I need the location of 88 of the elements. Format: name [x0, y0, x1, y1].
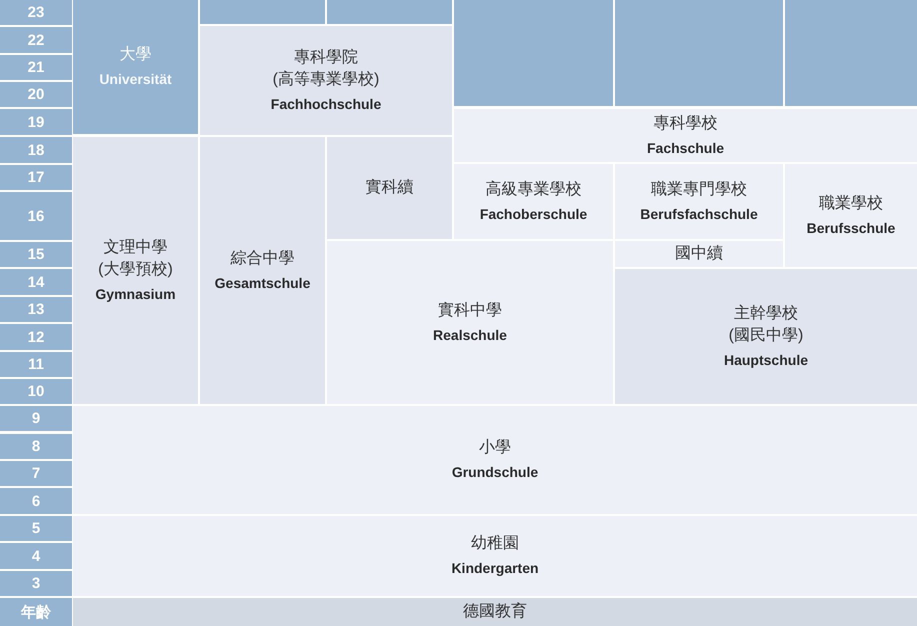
school-block	[73, 137, 198, 404]
age-cell	[0, 598, 72, 626]
age-number: 18	[28, 142, 44, 158]
age-number: 14	[28, 274, 44, 290]
age-number: 20	[28, 87, 44, 102]
empty-block	[200, 0, 325, 24]
age-number: 17	[28, 170, 44, 185]
age-number: 23	[28, 5, 44, 20]
chinese-name: 主幹學校	[734, 304, 798, 324]
school-block	[200, 137, 325, 404]
age-cell	[0, 571, 72, 596]
age-cell	[0, 0, 72, 25]
title-bar	[73, 598, 917, 626]
age-number: 7	[32, 466, 40, 481]
age-cell	[0, 379, 72, 404]
german-name: Universität	[99, 70, 172, 89]
age-cell	[0, 352, 72, 377]
age-number: 12	[28, 330, 44, 344]
age-number: 9	[32, 411, 40, 426]
german-name: Fachhochschule	[270, 94, 382, 114]
german-name: Berufsschule	[806, 218, 896, 238]
chinese-name: (大學預校)	[98, 260, 173, 280]
chinese-name: 職業學校	[819, 194, 883, 214]
age-number: 21	[28, 60, 44, 75]
chinese-name: 專科學院	[294, 48, 358, 68]
chinese-name: 實科中學	[438, 300, 502, 320]
school-block	[615, 269, 917, 404]
age-cell	[0, 269, 72, 295]
age-cell	[0, 55, 72, 80]
chinese-name: 專科學校	[654, 114, 718, 134]
german-name: Kindergarten	[451, 559, 539, 578]
german-name: Gesamtschule	[214, 274, 310, 292]
chinese-name: 大學	[120, 44, 152, 65]
age-cell	[0, 516, 72, 541]
school-block	[73, 516, 917, 596]
german-name: Grundschule	[452, 463, 538, 482]
school-block	[73, 0, 198, 134]
age-number: 19	[28, 114, 44, 130]
age-cell	[0, 406, 72, 431]
chinese-name: 職業專門學校	[651, 180, 747, 200]
age-cell	[0, 192, 72, 240]
age-cell	[0, 137, 72, 163]
chinese-name: 高級專業學校	[486, 180, 582, 200]
chinese-name: 實科續	[366, 178, 414, 198]
age-cell	[0, 165, 72, 190]
age-number: 6	[32, 494, 40, 508]
age-cell	[0, 324, 72, 350]
chinese-name: 幼稚園	[471, 534, 519, 554]
german-name: Gymnasium	[95, 284, 176, 304]
chinese-name: 德國教育	[463, 601, 527, 622]
chinese-name: 小學	[479, 438, 511, 458]
age-cell	[0, 297, 72, 322]
german-name: Hauptschule	[724, 350, 808, 370]
german-name: Berufsfachschule	[640, 204, 758, 224]
age-cell	[0, 27, 72, 53]
chinese-name: 文理中學	[104, 238, 168, 258]
age-cell	[0, 461, 72, 486]
age-number: 16	[28, 208, 44, 224]
age-number: 5	[32, 521, 40, 536]
age-cell	[0, 434, 72, 459]
chinese-name: 綜合中學	[230, 248, 294, 268]
school-block	[200, 26, 452, 135]
age-number: 10	[28, 384, 44, 399]
chinese-name: (高等專業學校)	[272, 70, 380, 90]
age-number: 15	[28, 247, 44, 262]
age-number: 年齡	[21, 604, 51, 620]
age-number: 4	[32, 548, 40, 564]
german-name: Realschule	[433, 326, 507, 344]
age-cell	[0, 82, 72, 107]
school-block	[327, 137, 452, 239]
empty-block	[785, 0, 917, 106]
empty-block	[454, 0, 613, 106]
empty-block	[327, 0, 452, 24]
age-number: 13	[28, 302, 44, 317]
chinese-name: (國民中學)	[728, 326, 804, 346]
german-name: Fachschule	[646, 138, 724, 158]
age-number: 8	[32, 439, 40, 454]
empty-block	[615, 0, 783, 106]
school-block	[73, 406, 917, 514]
age-cell	[0, 543, 72, 569]
age-number: 3	[32, 576, 40, 591]
age-cell	[0, 109, 72, 135]
age-cell	[0, 488, 72, 514]
age-number: 22	[28, 32, 44, 48]
age-cell	[0, 242, 72, 267]
chinese-name: 國中續	[675, 244, 723, 264]
age-number: 11	[28, 357, 44, 372]
german-name: Fachoberschule	[480, 204, 588, 224]
